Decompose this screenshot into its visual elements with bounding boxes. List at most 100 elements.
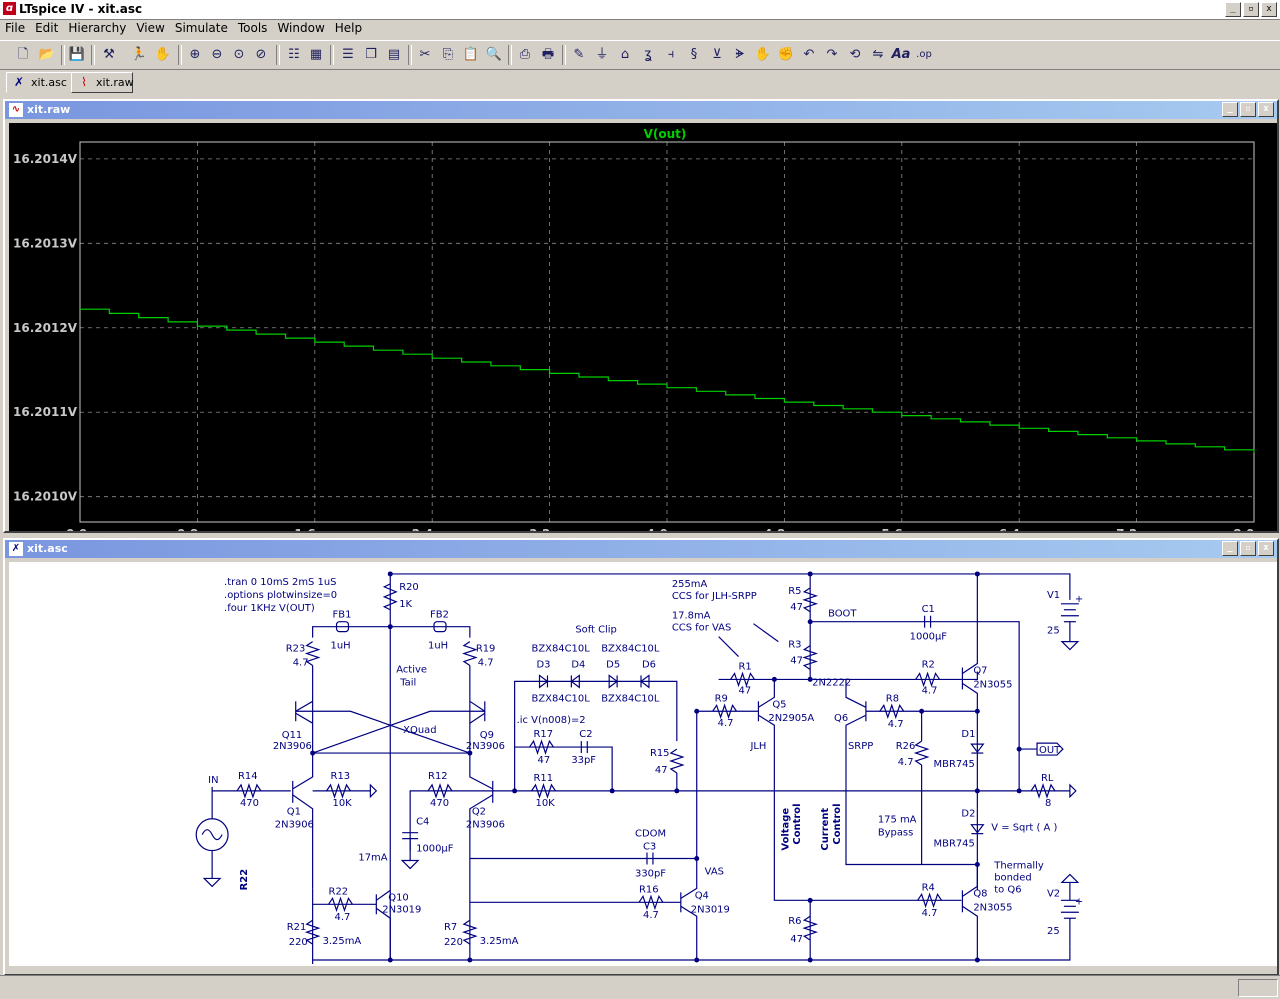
menu-window[interactable]: Window [277,21,325,35]
zoom-cancel-icon[interactable]: ⊘ [255,47,267,62]
print-icon[interactable]: 🖶 [541,47,555,62]
zener-diode-d3[interactable] [538,674,549,689]
directive-tran[interactable]: .tran 0 10mS 2mS 1uS [224,577,336,588]
restore-button[interactable]: ▫ [1240,102,1256,117]
menu-tools[interactable]: Tools [237,21,268,35]
restore-button[interactable]: ▫ [1240,541,1256,556]
close-button[interactable]: x [1261,2,1277,17]
schematic-canvas[interactable]: .tran 0 10mS 2mS 1uS .options plotwinsiz… [9,562,1277,966]
resistor-r15[interactable] [668,748,685,774]
autorange-icon[interactable]: ☷ [288,47,300,62]
resistor-r5[interactable] [802,587,819,613]
zoom-out-icon[interactable]: ⊖ [211,47,223,62]
save-icon[interactable]: 💾 [68,47,86,62]
tab-label: xit.asc [31,76,67,89]
ground-icon[interactable]: ⏚ [595,47,609,62]
waveform-plot[interactable]: V(out) 16.2014V16.2013V16.2012V16.2011V1… [9,123,1277,531]
run-icon[interactable]: 🏃 [130,47,148,62]
halt-icon[interactable]: ✋ [154,47,172,62]
new-schematic-icon[interactable]: 🗋 [17,47,29,62]
directive-four[interactable]: .four 1KHz V(OUT) [224,603,315,614]
redo-icon[interactable]: ↷ [826,47,838,62]
zoom-in-icon[interactable]: ⊕ [189,47,201,62]
menu-help[interactable]: Help [334,21,363,35]
resistor-r3[interactable] [802,645,819,670]
tab-xit-asc[interactable]: ✗ xit.asc [6,72,74,93]
resistor-r20[interactable] [382,583,398,611]
svg-text:4.7: 4.7 [922,908,938,919]
open-icon[interactable]: 📂 [38,47,56,62]
trace-v-out[interactable] [80,308,1255,453]
resistor-r16[interactable] [638,894,664,911]
resistor-r14[interactable] [236,783,262,799]
rotate-icon[interactable]: ⟲ [849,47,861,62]
resistor-r11[interactable] [531,783,556,799]
wire-icon[interactable]: ✎ [573,47,585,62]
tile-vertical-icon[interactable]: ▤ [387,47,401,62]
tile-horizontal-icon[interactable]: ☰ [342,47,354,62]
diode-icon[interactable]: ⊻ [712,47,722,62]
component-icon[interactable]: ᗙ [735,47,745,62]
resistor-r12[interactable] [427,783,453,799]
resistor-r9[interactable] [712,703,738,720]
resistor-r26[interactable] [913,740,930,766]
resistor-r1[interactable] [730,671,755,688]
menu-edit[interactable]: Edit [35,21,59,35]
resistor-r19[interactable] [461,641,478,666]
resistor-r4[interactable] [917,892,943,909]
undo-icon[interactable]: ↶ [803,47,815,62]
resistor-r7[interactable] [461,919,478,945]
menu-simulate[interactable]: Simulate [174,21,228,35]
resistor-r17[interactable] [529,739,554,755]
menu-hierarchy[interactable]: Hierarchy [68,21,127,35]
resistor-icon[interactable]: ʓ [644,47,652,62]
mirror-icon[interactable]: ⇋ [872,47,884,62]
minimize-button[interactable]: _ [1222,541,1238,556]
resistor-r23[interactable] [304,641,321,666]
label-net-icon[interactable]: ⌂ [620,47,630,62]
find-icon[interactable]: 🔍 [485,47,503,62]
minimize-button[interactable]: _ [1222,102,1238,117]
copy-icon[interactable]: ⎘ [442,47,454,62]
menu-file[interactable]: File [5,21,26,35]
diode-d1[interactable] [970,743,985,754]
close-button[interactable]: x [1258,541,1274,556]
x-tick-label: 3.2ms [529,527,570,531]
resistor-r2[interactable] [915,671,941,688]
resistor-r22[interactable] [328,896,353,913]
cascade-icon[interactable]: ❐ [365,47,377,62]
resistor-r8[interactable] [879,703,905,720]
ferrite-fb1[interactable] [335,621,350,633]
text-icon[interactable]: Aa [891,47,911,62]
inductor-icon[interactable]: § [690,47,698,62]
trace-label[interactable]: V(out) [644,127,687,141]
zener-diode-d5[interactable] [608,674,619,689]
zener-diode-d4[interactable] [570,674,580,689]
cut-icon[interactable]: ✂ [419,47,431,62]
resistor-r6[interactable] [802,915,819,941]
voltage-source-sine[interactable] [195,818,229,852]
resistor-r13[interactable] [326,783,351,799]
zener-diode-d6[interactable] [640,674,650,689]
minimize-button[interactable]: _ [1225,2,1241,17]
print-setup-icon[interactable]: ⎙ [519,47,531,62]
resistor-r21[interactable] [304,919,321,945]
zoom-fit-icon[interactable]: ⊙ [233,47,245,62]
resistor-rl[interactable] [1030,783,1056,799]
move-icon[interactable]: ✋ [754,47,772,62]
grid-icon[interactable]: ▦ [309,47,323,62]
directive-options[interactable]: .options plotwinsize=0 [224,590,337,601]
ferrite-fb2[interactable] [433,621,447,633]
menu-view[interactable]: View [136,21,165,35]
control-panel-icon[interactable]: ⚒ [103,47,115,62]
tab-xit-raw[interactable]: ⌇ xit.raw [71,72,134,93]
directive-ic[interactable]: .ic V(n008)=2 [517,715,586,726]
paste-icon[interactable]: 📋 [462,47,480,62]
spice-directive-icon[interactable]: .op [916,49,932,60]
restore-button[interactable]: ▫ [1243,2,1259,17]
close-button[interactable]: x [1258,102,1274,117]
drag-icon[interactable]: ✊ [777,47,795,62]
source-value[interactable]: R22 [239,869,250,891]
svg-text:OUT: OUT [1039,745,1061,756]
capacitor-icon[interactable]: ⫞ [667,47,675,62]
